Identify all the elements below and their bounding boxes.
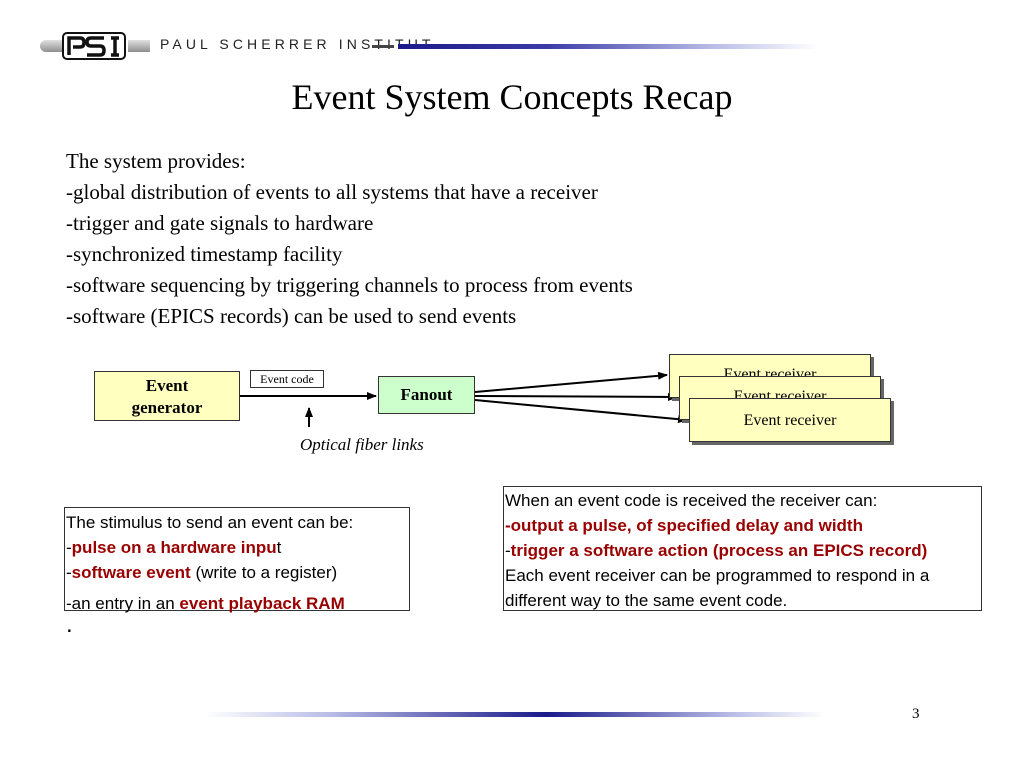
- optical-fiber-label: Optical fiber links: [300, 435, 424, 454]
- header-bar-left: [40, 40, 62, 52]
- stimulus-item-highlight: software event: [71, 563, 191, 582]
- receiver-item-highlight: -output a pulse, of specified delay and …: [505, 516, 863, 535]
- event-generator-label: Event: [145, 376, 189, 395]
- intro-line: -software (EPICS records) can be used to…: [66, 304, 517, 328]
- stimulus-item: -an entry in an event playback RAM: [66, 594, 345, 613]
- header-gradient-line: [398, 44, 818, 49]
- arrow-fanout-receiver2: [474, 392, 678, 401]
- stimulus-dot: .: [66, 611, 73, 638]
- arrow-fanout-receiver3: [474, 399, 688, 424]
- intro-line: The system provides:: [66, 149, 246, 173]
- stimulus-box: [64, 507, 410, 611]
- receiver-line: different way to the same event code.: [505, 591, 788, 610]
- institute-name: PAUL SCHERRER INSTITUT: [160, 36, 435, 52]
- stimulus-item: -pulse on a hardware input: [66, 538, 282, 557]
- intro-line: -software sequencing by triggering chann…: [66, 273, 633, 297]
- stimulus-text: The stimulus to send an event can be: -p…: [66, 510, 411, 638]
- receiver-capabilities-text: When an event code is received the recei…: [505, 488, 981, 613]
- event-generator-box: Event generator: [94, 371, 240, 421]
- receiver-item-highlight: trigger a software action (process an EP…: [510, 541, 928, 560]
- receiver-item: -trigger a software action (process an E…: [505, 541, 928, 560]
- stimulus-item-highlight: pulse on a hardware inpu: [71, 538, 277, 557]
- receiver-capabilities-box: [503, 486, 982, 611]
- intro-line: -trigger and gate signals to hardware: [66, 211, 374, 235]
- stimulus-item: -software event (write to a register): [66, 563, 338, 582]
- intro-list: The system provides: -global distributio…: [66, 146, 633, 332]
- receiver-line: When an event code is received the recei…: [505, 491, 878, 510]
- intro-line: -synchronized timestamp facility: [66, 242, 343, 266]
- psi-logo-icon: [62, 32, 126, 60]
- event-receiver-box-3: Event receiver: [689, 398, 891, 442]
- header-line-short: [372, 45, 394, 48]
- intro-line: -global distribution of events to all sy…: [66, 180, 598, 204]
- receiver-line: Each event receiver can be programmed to…: [505, 566, 930, 585]
- event-code-label: Event code: [250, 370, 324, 388]
- slide-title: Event System Concepts Recap: [291, 77, 733, 117]
- footer-gradient-line: [205, 712, 825, 717]
- stimulus-item-highlight: event playback RAM: [179, 594, 345, 613]
- fanout-box: Fanout: [378, 376, 475, 414]
- arrow-fanout-receiver1: [474, 371, 668, 393]
- page-number: 3: [912, 706, 920, 722]
- stimulus-line: The stimulus to send an event can be:: [66, 513, 354, 532]
- event-generator-label: generator: [131, 398, 203, 417]
- header-bar-mid: [128, 40, 150, 52]
